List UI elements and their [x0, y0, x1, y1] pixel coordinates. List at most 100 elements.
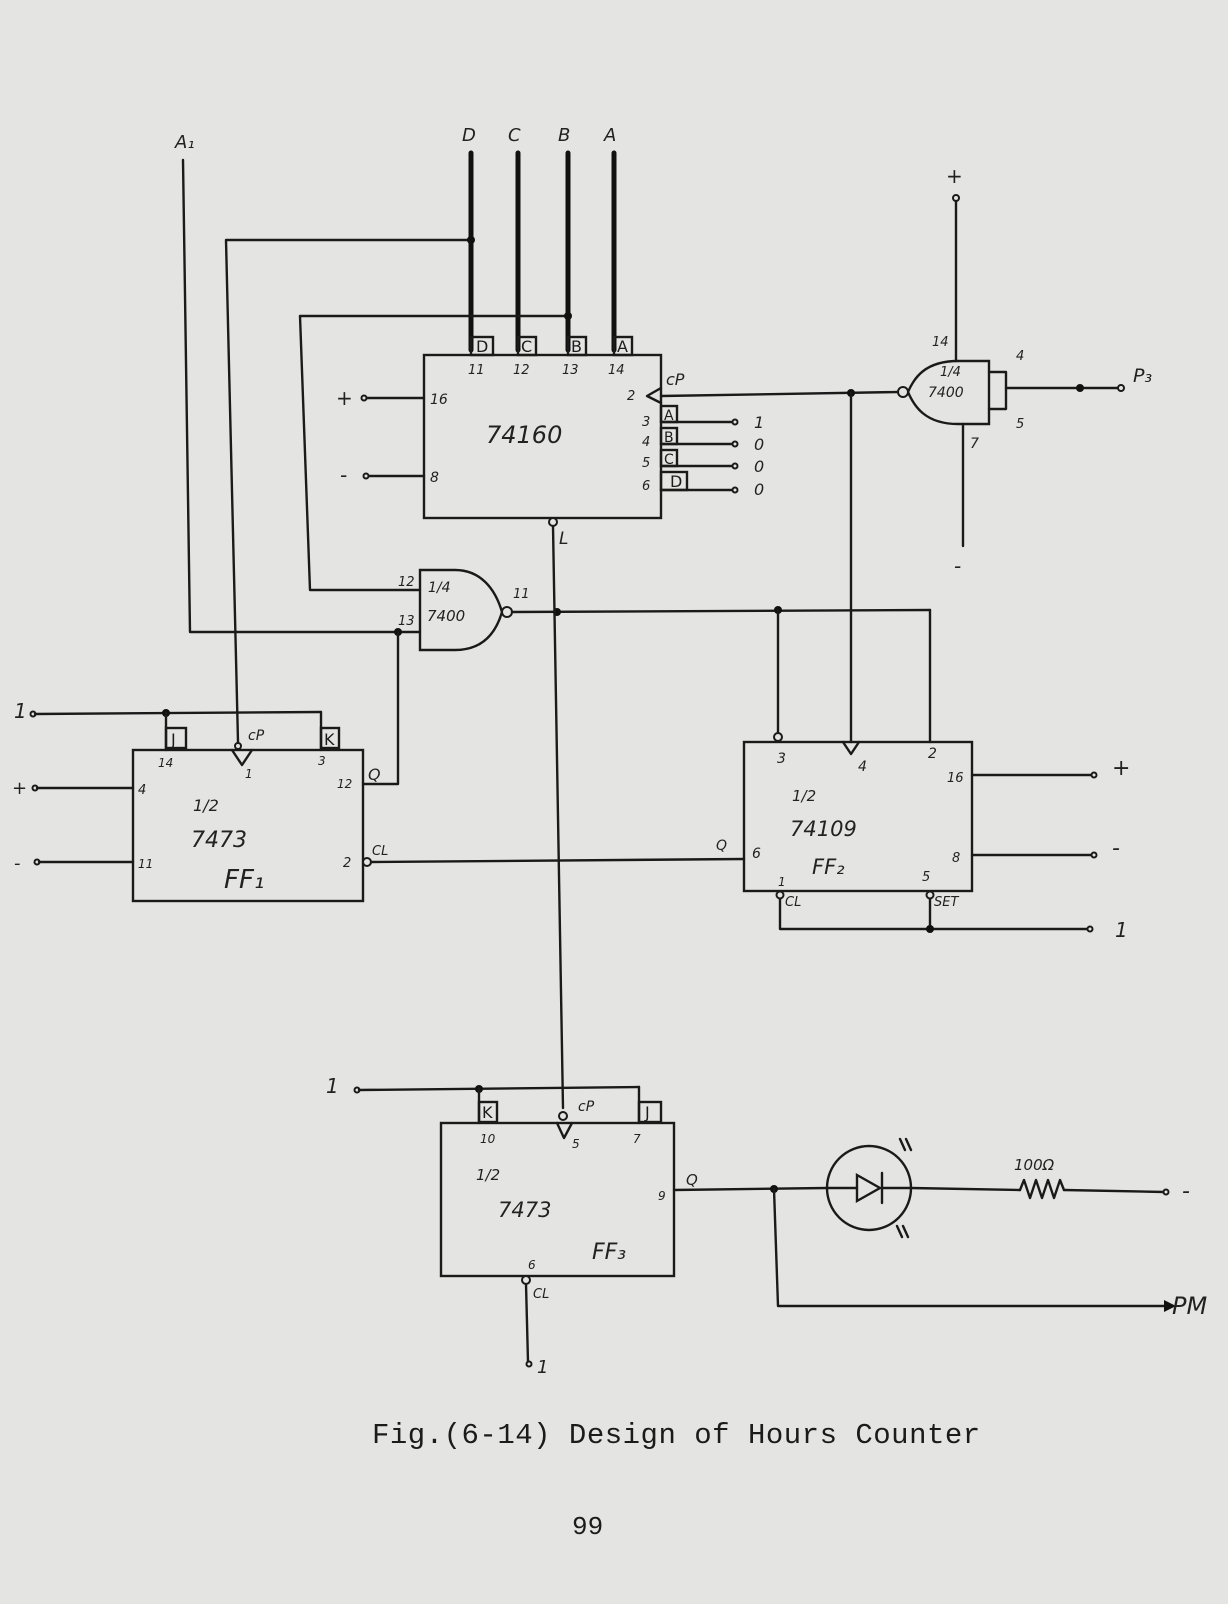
junction: [564, 312, 572, 320]
input-one-ff3-cl: 1: [537, 1357, 548, 1378]
junction: [467, 236, 475, 244]
supply-minus-led: -: [1182, 1179, 1190, 1204]
ff3-pin-cp: cP: [578, 1099, 595, 1115]
page-number: 99: [572, 1512, 604, 1542]
ff2-fraction: 1/2: [792, 787, 816, 805]
pin-number: 1: [778, 875, 786, 889]
nand-top-bubble: [897, 386, 909, 398]
wire-resistor-out: [1062, 1188, 1166, 1194]
ff3-pin-j: J: [644, 1103, 650, 1122]
pin-letter-d: D: [476, 337, 488, 356]
wire-ff2-cl-set: [778, 897, 1090, 931]
preset-value: 0: [754, 435, 764, 454]
pin-number: 5: [642, 456, 650, 471]
pin-number: 14: [608, 363, 625, 378]
ff3-name: 7473: [498, 1198, 551, 1222]
ff3-fraction: 1/2: [476, 1166, 500, 1184]
ff1-fraction: 1/2: [193, 796, 219, 815]
terminal: [731, 486, 739, 494]
ff2-set-bubble: [925, 890, 935, 900]
pin-letter-a: A: [617, 337, 628, 356]
pin-number: 6: [642, 479, 650, 494]
pin-box-a: [612, 335, 634, 357]
input-label-a: A: [603, 125, 616, 146]
ff1-cp-bubble: [234, 742, 242, 750]
pin-letter-b: B: [571, 337, 582, 356]
supply-minus-ff2: -: [1112, 836, 1120, 861]
ff2-cl-bubble: [775, 890, 785, 900]
wire-nand-out: [510, 608, 932, 614]
supply-minus-ff1: -: [14, 853, 21, 874]
ff1-block: [131, 748, 365, 903]
input-one-ff1: 1: [14, 699, 27, 723]
ff3-pin-q: Q: [686, 1171, 698, 1189]
wire-b-to-nand: [298, 314, 570, 592]
pin-box-c-out: [659, 448, 679, 468]
pin-number: 2: [627, 389, 635, 404]
pin-number: 13: [398, 614, 415, 629]
wire-ff3-jk: [357, 1085, 641, 1092]
clock-triangle-74160: [645, 386, 663, 405]
nand-mid-name: 7400: [427, 607, 465, 625]
pin-number: 11: [468, 363, 485, 378]
ff1-pin-j: J: [170, 730, 176, 749]
terminal: [731, 462, 739, 470]
pin-number: 7: [970, 436, 979, 452]
wire-pm: [772, 1187, 1166, 1308]
output-p3: P₃: [1133, 365, 1152, 387]
wire-a1: [181, 158, 400, 634]
terminal: [360, 394, 368, 402]
chip-74160-name: 74160: [486, 421, 562, 449]
pin-number: 3: [777, 751, 786, 767]
pin-number: 6: [752, 846, 761, 862]
terminal: [731, 440, 739, 448]
preset-value: 1: [754, 413, 764, 432]
ff2-pin3-bubble: [773, 732, 783, 742]
pin-number: 3: [318, 754, 326, 768]
pin-box-b-out: [659, 426, 679, 446]
pin-number: 2: [928, 746, 937, 762]
pin-number: 4: [138, 783, 146, 798]
pin-box-d: [469, 335, 495, 357]
terminal: [525, 1360, 533, 1368]
ff1-name: 7473: [191, 828, 247, 853]
pin-number: 14: [932, 335, 949, 350]
ff3-cp-triangle: [555, 1121, 574, 1140]
ff1-cp-triangle: [230, 748, 254, 767]
terminal: [1162, 1188, 1170, 1196]
pin-number: 3: [642, 415, 650, 430]
pin-number: 14: [158, 756, 173, 770]
ff2-label: FF₂: [812, 855, 845, 879]
ff2-clock-triangle: [841, 740, 861, 756]
wire-ff1-cl: [369, 857, 746, 864]
pin-letter-c: C: [521, 337, 532, 356]
pin-number: 9: [658, 1189, 666, 1203]
supply-minus-top: -: [954, 554, 961, 578]
input-label-b: B: [558, 125, 570, 146]
junction: [926, 925, 934, 933]
pin-letter-a-out: A: [664, 408, 674, 424]
pin-label-cp: cP: [666, 370, 685, 389]
pin-number: 8: [952, 851, 960, 866]
pin-number: 8: [430, 470, 439, 486]
supply-plus-ff1: +: [12, 778, 27, 799]
terminal: [1086, 925, 1094, 933]
pin-box-j: [164, 726, 188, 750]
pin-number: 16: [430, 392, 448, 408]
pin-box-c: [516, 335, 538, 357]
ff2-name: 74109: [790, 817, 857, 841]
junction: [1076, 384, 1084, 392]
input-one-ff2: 1: [1115, 918, 1128, 942]
wire-ff3-q: [672, 1186, 829, 1192]
pin-box-ff3-j: [637, 1100, 663, 1124]
pin-number: 12: [337, 777, 352, 791]
ff2-pin-set: SET: [934, 895, 959, 910]
resistor-icon: [1018, 1178, 1066, 1200]
pin-number: 6: [528, 1258, 536, 1272]
figure-caption: Fig.(6-14) Design of Hours Counter: [372, 1419, 981, 1452]
pin-number: 7: [633, 1132, 641, 1146]
pin-number: 4: [1016, 349, 1024, 364]
pin-number: 5: [922, 870, 930, 885]
pm-arrow-icon: [1164, 1300, 1176, 1312]
